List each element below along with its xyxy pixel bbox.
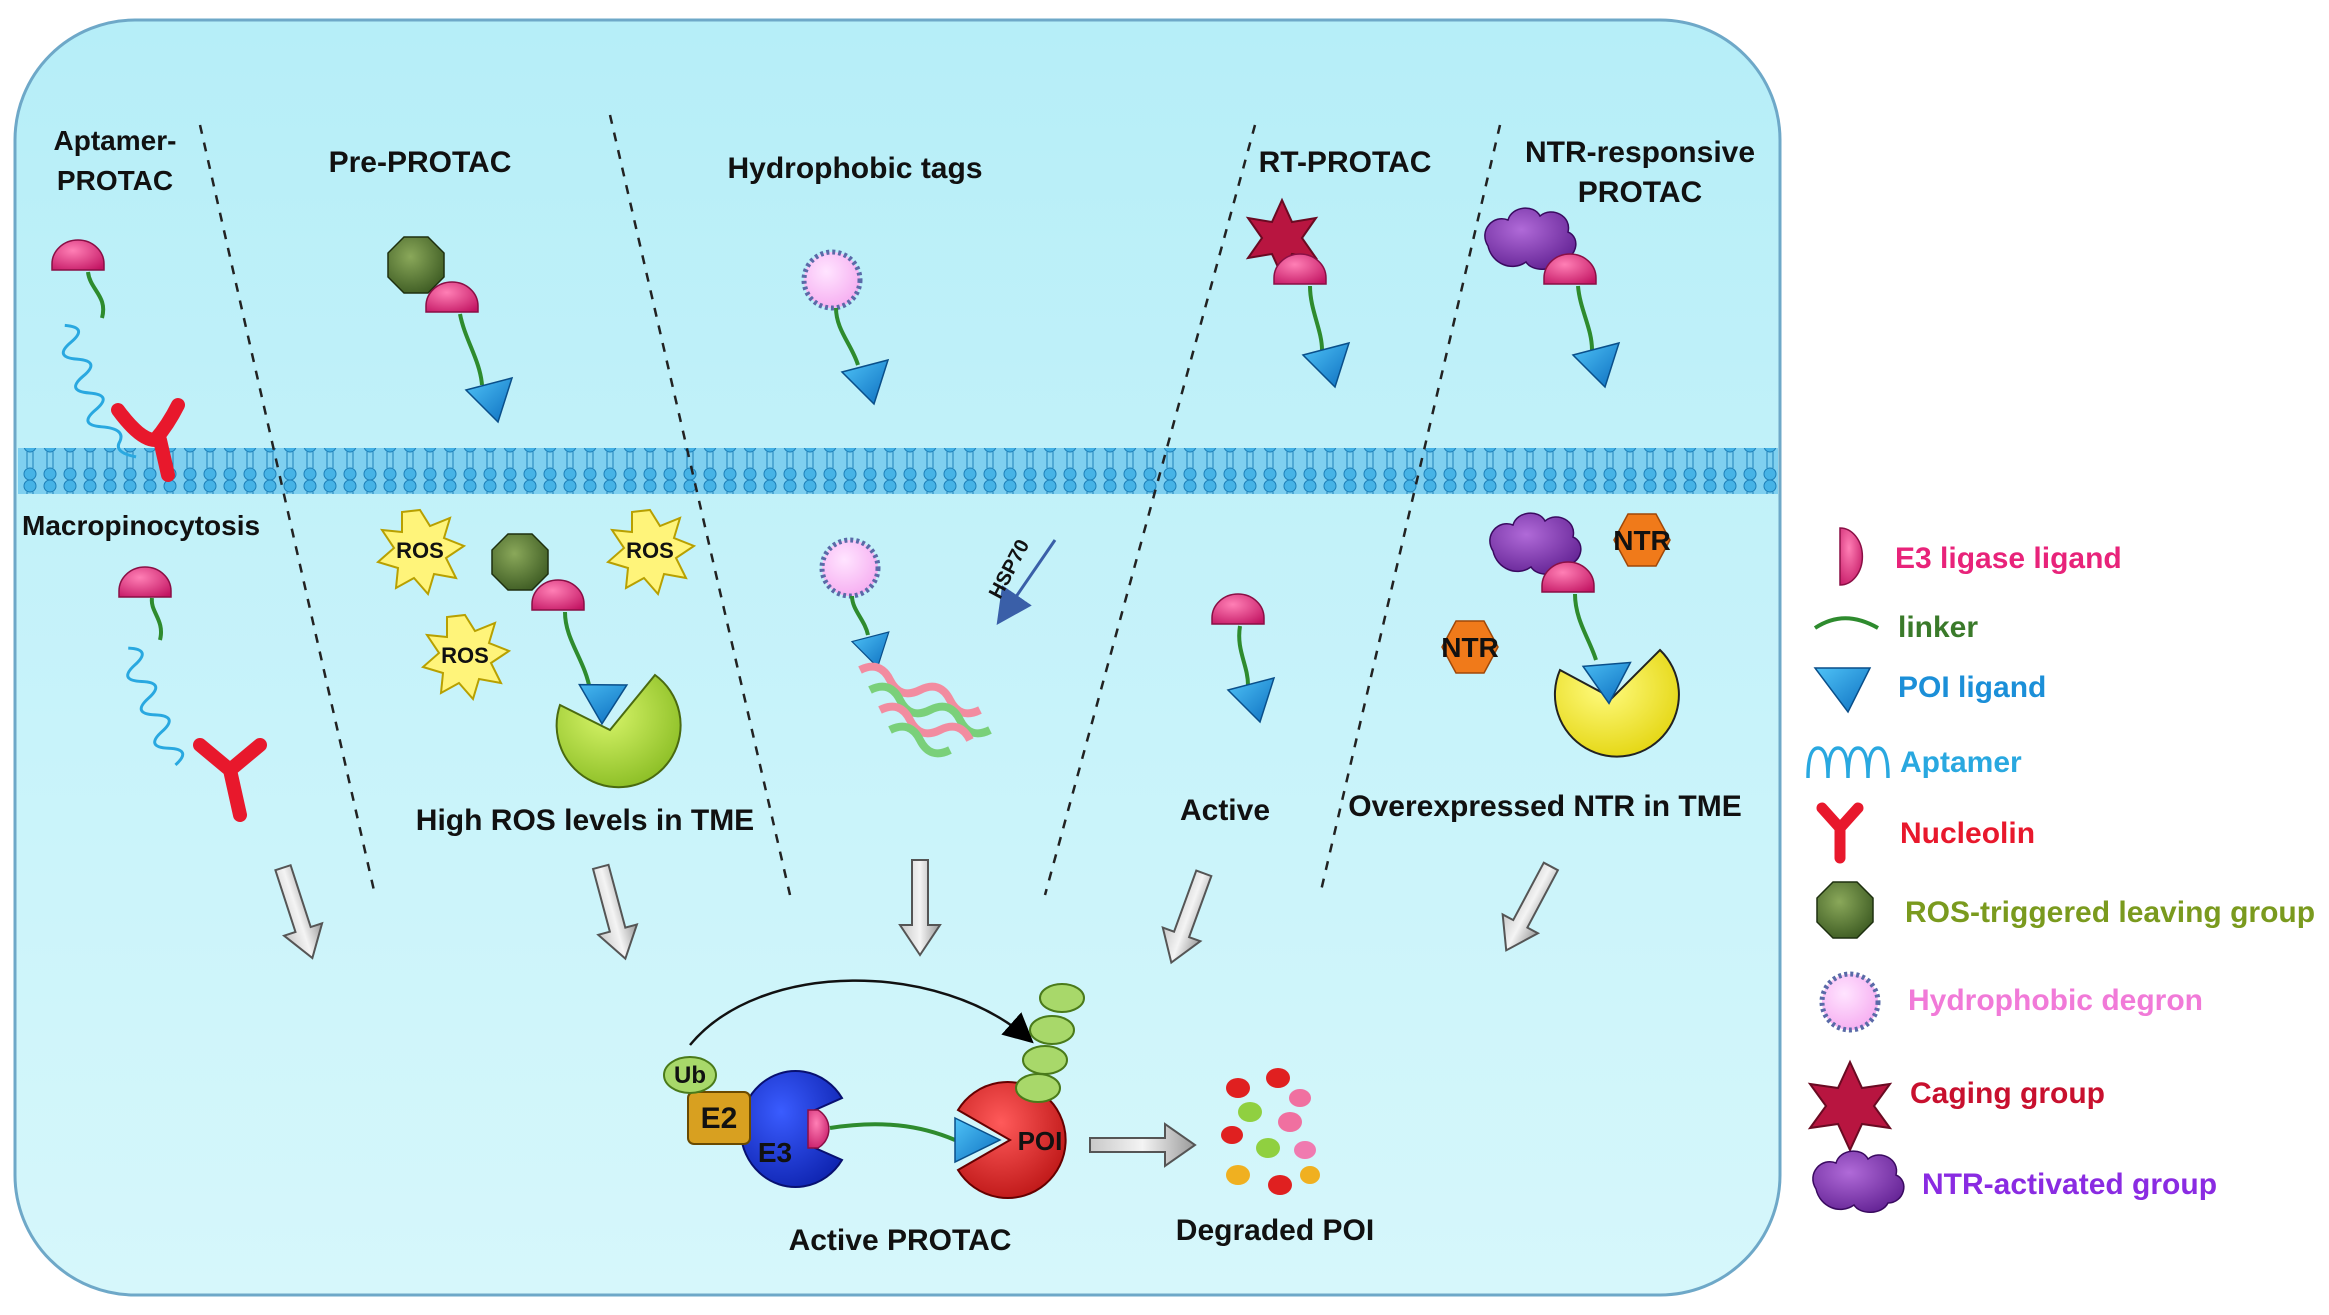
svg-text:ROS: ROS [441, 643, 489, 668]
polyubiquitin-chain-icon [1015, 983, 1085, 1103]
legend-label-ros: ROS-triggered leaving group [1905, 896, 2315, 929]
legend-label-ntr-activated: NTR-activated group [1922, 1168, 2217, 1201]
svg-text:ROS: ROS [396, 538, 444, 563]
rt-protac-panel: RT-PROTAC Active [1180, 146, 1431, 827]
degradation-arrow [1089, 1122, 1197, 1168]
svg-text:E2: E2 [701, 1102, 738, 1135]
svg-text:Ub: Ub [674, 1062, 706, 1089]
legend-label-poi: POI ligand [1898, 671, 2046, 704]
legend-label-linker: linker [1898, 611, 1978, 644]
legend-caging-group-icon [1807, 1059, 1893, 1153]
ntr-title-line2: PROTAC [1578, 176, 1702, 209]
ntr-protac-panel: NTR-responsive PROTAC NTR NTR Overexpres… [1348, 136, 1755, 823]
svg-text:POI: POI [1018, 1126, 1063, 1156]
svg-text:E3: E3 [758, 1137, 792, 1168]
e2-enzyme-icon: E2 [687, 1091, 751, 1145]
hydrophobic-tags-title: Hydrophobic tags [727, 152, 982, 185]
aptamer-title-line2: PROTAC [57, 165, 173, 196]
legend-aptamer-icon [1806, 746, 1890, 779]
ros-leaving-group-icon [491, 533, 549, 591]
macropinocytosis-label: Macropinocytosis [22, 510, 260, 541]
legend-label-caging: Caging group [1910, 1077, 2105, 1110]
panel-dividers [198, 114, 1502, 896]
aptamer-panel: Aptamer- PROTAC Macropinocytosis [22, 125, 267, 822]
cell-membrane [18, 448, 1778, 494]
hsp70-arrow [996, 539, 1057, 625]
legend-nucleolin-icon [1816, 802, 1864, 864]
ntr-title-line1: NTR-responsive [1525, 136, 1755, 169]
hydrophobic-degron-icon [804, 252, 860, 308]
hydrophobic-tags-panel: Hydrophobic tags HSP70 [727, 152, 1057, 758]
poi-protein-icon: POI [956, 1081, 1067, 1199]
svg-text:ROS: ROS [626, 538, 674, 563]
rt-protac-title: RT-PROTAC [1259, 146, 1432, 179]
unfolded-protein-icon [858, 662, 992, 758]
ubiquitin-icon: Ub [663, 1056, 717, 1094]
poi-protein-icon [555, 673, 682, 789]
legend-poi-ligand-icon [1813, 667, 1872, 714]
legend-label-degron: Hydrophobic degron [1908, 984, 2203, 1017]
active-label: Active [1180, 794, 1270, 827]
high-ros-label: High ROS levels in TME [416, 804, 754, 837]
legend-label-nucleolin: Nucleolin [1900, 817, 2035, 850]
legend-e3-ligand-icon [1839, 527, 1864, 586]
legend-label-aptamer: Aptamer [1900, 746, 2022, 779]
svg-text:NTR: NTR [1441, 632, 1499, 663]
poi-protein-icon [1553, 648, 1680, 758]
pre-protac-title: Pre-PROTAC [329, 146, 512, 179]
ubiquitin-transfer-arrow [689, 979, 1034, 1046]
pre-protac-panel: Pre-PROTAC ROS ROS ROS High ROS levels i… [329, 146, 755, 837]
legend-hydrophobic-degron-icon [1822, 974, 1878, 1030]
active-protac-label: Active PROTAC [789, 1224, 1012, 1257]
svg-text:NTR: NTR [1613, 525, 1671, 556]
cell-body [13, 18, 1782, 1297]
aptamer-icon [61, 323, 137, 459]
degraded-poi-fragments [1221, 1068, 1320, 1195]
overexpressed-ntr-label: Overexpressed NTR in TME [1348, 790, 1741, 823]
legend-label-e3: E3 ligase ligand [1895, 542, 2122, 575]
aptamer-title-line1: Aptamer- [54, 125, 177, 156]
active-protac-complex: E3 E2 Ub POI Active PROTAC [663, 979, 1374, 1257]
degraded-poi-label: Degraded POI [1176, 1214, 1374, 1247]
legend-linker-icon [1813, 616, 1879, 630]
legend: E3 ligase ligand linker POI ligand Aptam… [1806, 527, 2315, 1214]
legend-ros-leaving-group-icon [1816, 881, 1874, 939]
ros-leaving-group-icon [387, 236, 445, 294]
legend-ntr-activated-group-icon [1812, 1150, 1905, 1214]
